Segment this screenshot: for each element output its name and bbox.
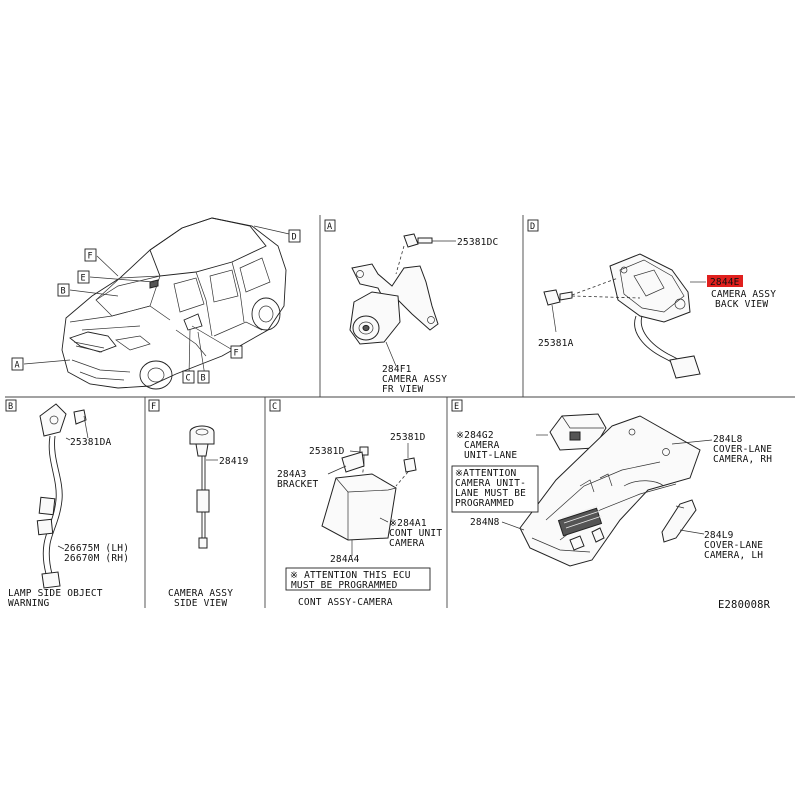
panel-c-unit-label-1: CONT UNIT <box>389 528 442 539</box>
panel-c-unit-label-2: CAMERA <box>389 538 425 549</box>
panel-e: E ※284G2 CAMERA UNIT-LANE ※ATTENTION CAM… <box>451 399 772 567</box>
panel-c-tag: C <box>272 402 277 412</box>
panel-d: D 25381A 2844E CAMERA ASSY BACK VIEW <box>527 219 776 379</box>
panel-e-rh-part: 284L8 <box>713 434 743 445</box>
panel-c-bolt-right: 25381D <box>390 432 426 443</box>
callout-e-vehicle: E <box>77 270 90 284</box>
panel-b-clip-part: 25381DA <box>70 437 112 448</box>
panel-b: B 25381DA 26675M (LH) 26670M (RH) LAMP S… <box>5 399 129 609</box>
panel-e-camera-label-2: UNIT-LANE <box>464 450 517 461</box>
panel-e-attention-4: PROGRAMMED <box>455 498 514 509</box>
panel-f-label-1: CAMERA ASSY <box>168 588 233 599</box>
callout-d: D <box>288 229 301 243</box>
panel-f: F 28419 CAMERA ASSY SIDE VIEW <box>148 399 249 609</box>
panel-e-lh-label-2: CAMERA, LH <box>704 550 763 561</box>
panel-e-rh-label-2: CAMERA, RH <box>713 454 772 465</box>
panel-e-lh-part: 284L9 <box>704 530 734 541</box>
panel-b-part-lh: 26675M (LH) <box>64 543 129 554</box>
svg-text:A: A <box>15 361 20 371</box>
callout-f2-vehicle: F <box>230 345 243 359</box>
panel-c-attention-1: ※ ATTENTION THIS ECU <box>290 570 411 581</box>
panel-b-label-1: LAMP SIDE OBJECT <box>8 588 103 599</box>
panel-b-part-rh: 26670M (RH) <box>64 553 129 564</box>
panel-e-assy-part: 284N8 <box>470 517 500 528</box>
panel-d-label-1: CAMERA ASSY <box>711 289 776 300</box>
panel-c-assy-part: 284A4 <box>330 554 360 565</box>
callout-c-vehicle: C <box>182 370 195 384</box>
panel-b-tag: B <box>8 402 13 412</box>
panel-f-tag: F <box>151 402 156 412</box>
panel-frames <box>5 215 795 608</box>
panel-d-tag: D <box>530 222 535 232</box>
vehicle-overview <box>61 217 287 390</box>
callout-b2-vehicle: B <box>197 370 210 384</box>
callout-a-vehicle: A <box>11 357 24 371</box>
panel-f-part-number: 28419 <box>219 456 249 467</box>
panel-e-camera-part: ※284G2 <box>456 430 494 441</box>
panel-a-tag: A <box>327 222 332 232</box>
svg-text:E: E <box>81 274 86 284</box>
panel-a-part-number: 284F1 <box>382 364 412 375</box>
svg-text:B: B <box>201 374 206 384</box>
figure-code: E280008R <box>718 599 771 611</box>
panel-a-bolt-part: 25381DC <box>457 237 498 248</box>
panel-c-label: CONT ASSY-CAMERA <box>298 597 393 608</box>
svg-text:F: F <box>234 349 239 359</box>
svg-text:C: C <box>186 374 191 384</box>
svg-text:B: B <box>61 287 66 297</box>
panel-c-bracket-part: 284A3 <box>277 469 307 480</box>
panel-a-label-1: CAMERA ASSY <box>382 374 447 385</box>
panel-e-tag: E <box>454 402 459 412</box>
panel-e-attention-3: LANE MUST BE <box>455 488 526 499</box>
panel-c-unit-part: ※284A1 <box>389 518 427 529</box>
panel-e-lh-label-1: COVER-LANE <box>704 540 763 551</box>
panel-c-bracket-label: BRACKET <box>277 479 319 490</box>
panel-e-attention-2: CAMERA UNIT- <box>455 478 526 489</box>
callout-b-vehicle: B <box>57 283 70 297</box>
callout-leaders <box>23 225 299 377</box>
svg-text:D: D <box>292 233 297 243</box>
panel-f-label-2: SIDE VIEW <box>174 598 227 609</box>
panel-d-part-number: 2844E <box>710 277 740 288</box>
panel-d-label-2: BACK VIEW <box>715 299 768 310</box>
panel-e-camera-label-1: CAMERA <box>464 440 500 451</box>
callout-f-vehicle: F <box>84 248 97 262</box>
panel-a: A 25381DC 284F1 CAMERA ASSY FR VIEW <box>324 219 498 395</box>
panel-c-attention-2: MUST BE PROGRAMMED <box>291 580 398 591</box>
panel-c: C 25381D 25381D 284A3 BRACKET ※284A1 CON… <box>269 399 442 608</box>
panel-d-bolt-part: 25381A <box>538 338 574 349</box>
panel-a-label-2: FR VIEW <box>382 384 424 395</box>
panel-e-attention-1: ※ATTENTION <box>455 468 517 479</box>
vent-grille <box>557 505 603 537</box>
panel-e-rh-label-1: COVER-LANE <box>713 444 772 455</box>
panel-b-label-2: WARNING <box>8 598 50 609</box>
highlighted-part-marker <box>707 275 743 287</box>
svg-text:F: F <box>88 252 93 262</box>
panel-c-bolt-left: 25381D <box>309 446 345 457</box>
